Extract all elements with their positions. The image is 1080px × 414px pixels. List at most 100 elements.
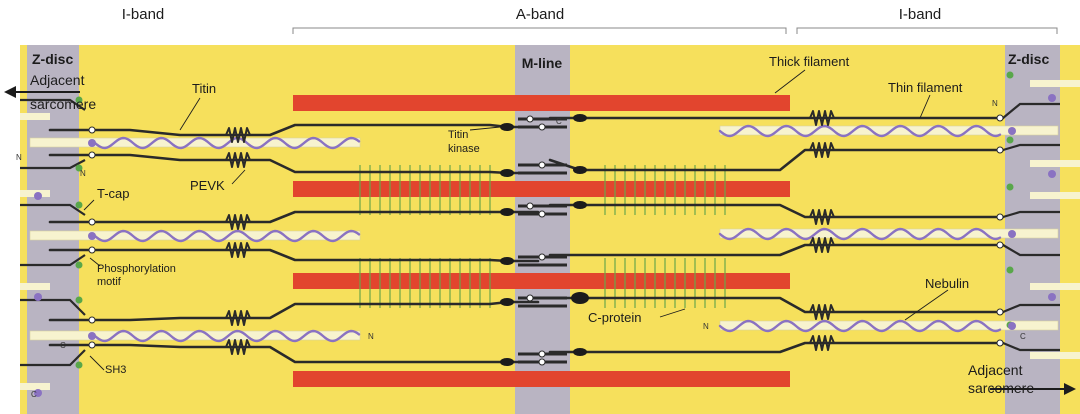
terminal-circle	[526, 202, 534, 210]
nebulin-end-dot	[88, 332, 96, 340]
titin-strand	[548, 243, 1005, 257]
c-terminus-label: C	[60, 341, 66, 350]
i-band-bracket-right	[796, 27, 1058, 34]
titin-kinase-domain	[500, 358, 514, 366]
t-cap-dot	[75, 361, 83, 369]
zdisc-connector	[20, 98, 86, 111]
pevk-spring	[809, 237, 835, 253]
c-terminus-label: C	[556, 117, 562, 126]
nebulin-wave	[718, 124, 1002, 138]
t-cap-dot	[1006, 183, 1014, 191]
label-leaders	[83, 69, 949, 371]
thin-filaments-left	[29, 137, 361, 341]
zdisc-right-connectors	[1002, 102, 1060, 352]
z-disc-left	[27, 45, 79, 414]
terminal-circles	[88, 114, 1004, 366]
titin-kinase-domain	[500, 298, 514, 306]
titin-kinase-domain	[500, 123, 514, 131]
terminal-circle	[996, 339, 1004, 347]
pevk-spring	[809, 209, 835, 225]
c-terminus-label: C	[1020, 332, 1026, 341]
nebulin-wave	[93, 229, 361, 243]
pevk-spring	[225, 339, 251, 355]
terminal-circle	[538, 161, 546, 169]
thick-filament	[293, 95, 790, 111]
pevk-spring	[809, 142, 835, 158]
nebulin-end-dot	[1048, 170, 1056, 178]
n-terminus-label: N	[16, 153, 22, 162]
titin-kinase-label-line-1: Titin	[448, 129, 468, 141]
thin-filament-stub	[1030, 80, 1080, 87]
thick-filament	[293, 273, 790, 289]
titin-kinase-domain	[573, 114, 587, 122]
nebulin-waves	[93, 124, 1002, 343]
sh3-label: SH3	[105, 364, 126, 376]
titin-kinase-label-line-2: kinase	[448, 143, 480, 155]
adjacent-left-line-2: sarcomere	[30, 96, 96, 112]
t-cap-dot	[75, 261, 83, 269]
nebulin-end-dot	[34, 389, 42, 397]
nebulin-end-dot	[1008, 230, 1016, 238]
nebulin-wave	[718, 227, 1002, 241]
band-label-right-i: I-band	[899, 6, 942, 23]
nebulin-end-dot	[34, 293, 42, 301]
m-line-label: M-line	[522, 55, 563, 71]
thin-filament-stub	[1030, 283, 1080, 290]
terminal-circle	[996, 146, 1004, 154]
adjacent-right-line-1: Adjacent	[968, 362, 1023, 378]
zdisc-connector	[20, 254, 86, 267]
pevk-spring	[225, 214, 251, 230]
band-header: I-band A-band I-band	[122, 6, 1058, 34]
band-label-left-i: I-band	[122, 6, 165, 23]
terminal-circle	[88, 151, 96, 159]
thin-filament	[29, 137, 361, 148]
adjacent-right-line-2: sarcomere	[968, 380, 1034, 396]
t-cap-dot	[1006, 266, 1014, 274]
terminal-circle	[996, 241, 1004, 249]
nebulin-wave	[718, 319, 1002, 333]
terminal-labels: N N N N N C C C C	[16, 99, 1026, 399]
terminal-circle	[996, 114, 1004, 122]
t-cap-dot	[75, 164, 83, 172]
c-terminus-label: C	[31, 390, 37, 399]
titin-kinase-domain	[571, 292, 589, 304]
thick-filaments	[293, 95, 790, 387]
zdisc-connector	[1002, 303, 1060, 314]
nebulin-end-dots	[34, 94, 1056, 397]
terminal-circle	[538, 358, 546, 366]
z-disc-label-right: Z-disc	[1008, 51, 1049, 67]
nebulin-end-dot	[1048, 293, 1056, 301]
thin-filament-stub	[1030, 160, 1080, 167]
titin-kinase-domain	[573, 166, 587, 174]
pevk-spring	[225, 127, 251, 143]
band-label-a: A-band	[516, 6, 564, 23]
terminal-circle	[538, 123, 546, 131]
pevk-spring	[809, 335, 835, 351]
z-disc-label-left: Z-disc	[32, 51, 73, 67]
zdisc-left-connectors	[20, 98, 86, 367]
c-protein-stripes	[359, 165, 726, 308]
thin-filament	[29, 330, 361, 341]
nebulin-wave	[93, 136, 361, 150]
zdisc-connector	[1002, 341, 1060, 352]
n-terminus-label: N	[80, 169, 86, 178]
zdisc-connector	[20, 159, 86, 170]
a-band-bracket	[292, 27, 787, 34]
t-cap-dot	[75, 96, 83, 104]
pevk-spring	[225, 242, 251, 258]
c-protein-label: C-protein	[588, 310, 641, 325]
thin-filament-label: Thin filament	[888, 80, 963, 95]
thick-filament	[293, 181, 790, 197]
terminal-circle	[88, 246, 96, 254]
labels: Z-disc Z-disc M-line Adjacent sarcomere …	[30, 51, 1049, 396]
thick-filament	[293, 371, 790, 387]
terminal-circle	[526, 294, 534, 302]
terminal-circle	[538, 253, 546, 261]
t-cap-dot	[1006, 71, 1014, 79]
thin-filament-stub	[1030, 352, 1080, 359]
terminal-circle	[88, 126, 96, 134]
right-arrow-icon	[990, 383, 1076, 395]
nebulin-end-dot	[1048, 94, 1056, 102]
t-cap-dots	[75, 71, 1014, 369]
